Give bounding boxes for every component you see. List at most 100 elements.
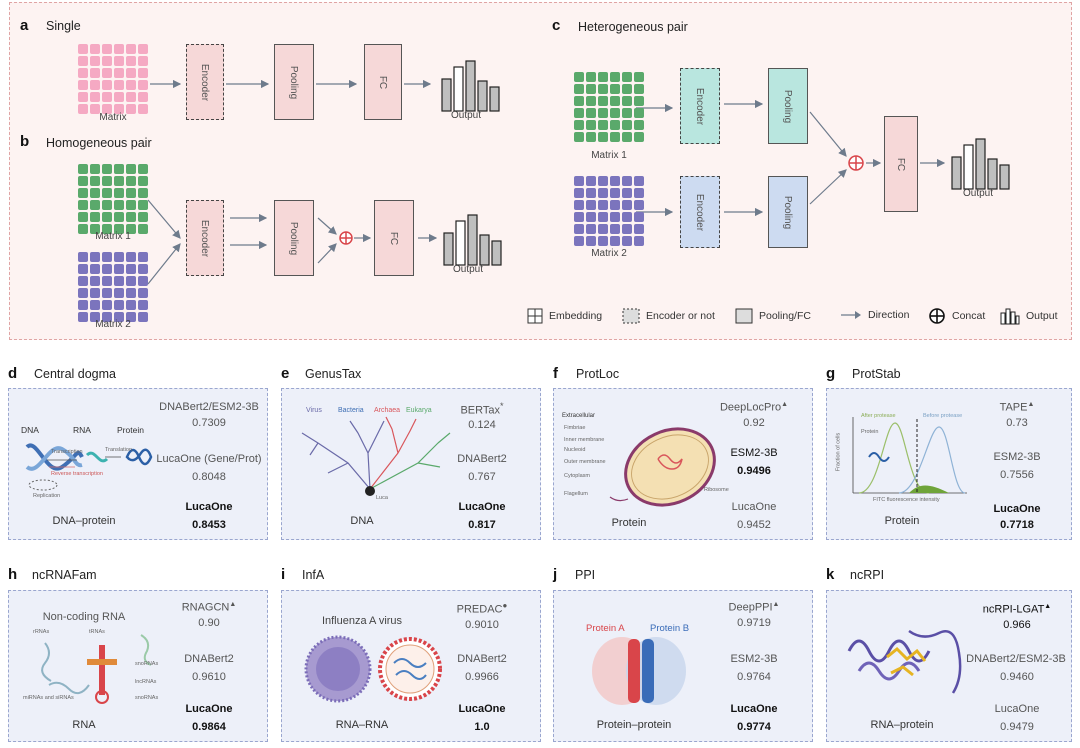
protein-b-label: Protein B bbox=[650, 623, 690, 634]
embedding-cell bbox=[126, 56, 136, 66]
embedding-cell bbox=[114, 212, 124, 222]
embedding-cell bbox=[138, 252, 148, 262]
method-name: LucaOne bbox=[458, 703, 506, 715]
ncrna-illustration bbox=[41, 634, 152, 704]
embedding-cell bbox=[138, 92, 148, 102]
embedding-cell bbox=[574, 212, 584, 222]
transcription-label: Transcription bbox=[51, 449, 83, 455]
embedding-cell bbox=[610, 212, 620, 222]
embedding-cell bbox=[634, 188, 644, 198]
embedding-cell bbox=[586, 132, 596, 142]
panel-letter-a: a bbox=[20, 17, 29, 34]
embedding-cell bbox=[102, 188, 112, 198]
embedding-cell bbox=[634, 236, 644, 246]
embedding-cell bbox=[102, 212, 112, 222]
task-letter: i bbox=[281, 566, 286, 583]
task-letter: k bbox=[826, 566, 835, 583]
flagellum-label: Flagellum bbox=[564, 491, 588, 497]
central-dogma-illustration bbox=[25, 443, 153, 491]
method-name: TAPE▲ bbox=[999, 401, 1035, 414]
embedding-cell bbox=[126, 80, 136, 90]
embedding-cell bbox=[574, 108, 584, 118]
embedding-cell bbox=[610, 84, 620, 94]
embedding-cell bbox=[138, 200, 148, 210]
ncrna-heading: Non-coding RNA bbox=[42, 611, 126, 623]
translation-label: Translation bbox=[105, 447, 133, 453]
embedding-cell bbox=[586, 200, 596, 210]
embedding-cell bbox=[114, 276, 124, 286]
embedding-cell bbox=[126, 252, 136, 262]
embedding-cell bbox=[90, 188, 100, 198]
embedding-cell bbox=[126, 300, 136, 310]
fimbriae-label: Fimbriae bbox=[564, 425, 586, 431]
embedding-cell bbox=[610, 120, 620, 130]
method-name: DNABert2/ESM2-3B bbox=[159, 401, 259, 413]
embedding-cell bbox=[138, 104, 148, 114]
matrix-2-label: Matrix 2 bbox=[95, 319, 131, 330]
panel-title-homogeneous: Homogeneous pair bbox=[46, 136, 152, 150]
embedding-cell bbox=[102, 104, 112, 114]
method-value: 0.73 bbox=[1006, 417, 1028, 429]
embedding-cell bbox=[78, 80, 88, 90]
matrix-1-label: Matrix 1 bbox=[591, 150, 627, 161]
method-value: 0.7556 bbox=[1000, 469, 1034, 481]
encoder-2-box: Encoder bbox=[680, 176, 720, 248]
embedding-cell bbox=[102, 80, 112, 90]
embedding-cell bbox=[138, 224, 148, 234]
task-card-infa: Influenza A virus RNA–RNA PREDAC● 0.9010… bbox=[281, 590, 541, 742]
embedding-cell bbox=[138, 176, 148, 186]
embedding-cell bbox=[598, 212, 608, 222]
task-sublabel: Protein bbox=[611, 517, 647, 529]
method-name: DeepLocPro▲ bbox=[719, 401, 789, 414]
method-value: 0.817 bbox=[468, 519, 496, 531]
embedding-cell bbox=[102, 44, 112, 54]
method-value: 0.7718 bbox=[1000, 519, 1034, 531]
embedding-cell bbox=[102, 252, 112, 262]
embedding-cell bbox=[114, 188, 124, 198]
legend-concat: Concat bbox=[928, 307, 985, 325]
embedding-cell bbox=[610, 176, 620, 186]
legend-direction: Direction bbox=[840, 309, 909, 321]
panel-letter-b: b bbox=[20, 133, 30, 150]
embedding-cell bbox=[126, 288, 136, 298]
embedding-cell bbox=[574, 176, 584, 186]
embedding-cell bbox=[622, 200, 632, 210]
embedding-cell bbox=[114, 68, 124, 78]
embedding-cell bbox=[126, 104, 136, 114]
embedding-cell bbox=[102, 176, 112, 186]
embedding-cell bbox=[610, 96, 620, 106]
embedding-cell bbox=[598, 120, 608, 130]
embedding-cell bbox=[574, 84, 584, 94]
method-value: 0.9010 bbox=[465, 619, 499, 631]
pooling-box: Pooling bbox=[274, 44, 314, 120]
output-bar bbox=[489, 86, 500, 112]
method-name: DeepPPI▲ bbox=[728, 601, 780, 614]
matrix-label: Matrix bbox=[99, 112, 127, 123]
embedding-cell bbox=[126, 264, 136, 274]
output-label: Output bbox=[962, 188, 994, 199]
method-name: ESM2-3B bbox=[730, 447, 778, 459]
embedding-cell bbox=[138, 300, 148, 310]
task-sublabel: Protein–protein bbox=[596, 719, 672, 731]
method-name: ncRPI-LGAT▲ bbox=[982, 603, 1052, 616]
embedding-cell bbox=[114, 312, 124, 322]
embedding-cell bbox=[598, 132, 608, 142]
embedding-cell bbox=[622, 132, 632, 142]
embedding-cell bbox=[78, 104, 88, 114]
embedding-cell bbox=[138, 80, 148, 90]
embedding-cell bbox=[126, 176, 136, 186]
embedding-cell bbox=[622, 188, 632, 198]
embedding-cell bbox=[138, 276, 148, 286]
embedding-cell bbox=[78, 288, 88, 298]
fc-box: FC bbox=[884, 116, 918, 212]
embedding-cell bbox=[78, 176, 88, 186]
embedding-cell bbox=[610, 188, 620, 198]
method-name: BERTax* bbox=[460, 401, 504, 417]
embedding-cell bbox=[114, 80, 124, 90]
encoder-box: Encoder bbox=[186, 44, 224, 120]
embedding-cell bbox=[138, 212, 148, 222]
influenza-heading: Influenza A virus bbox=[321, 615, 403, 627]
task-letter: j bbox=[553, 566, 558, 583]
output-bars bbox=[950, 138, 1012, 195]
task-card-genustax: Virus Bacteria Archaea Eukarya Luca DNA … bbox=[281, 388, 541, 540]
